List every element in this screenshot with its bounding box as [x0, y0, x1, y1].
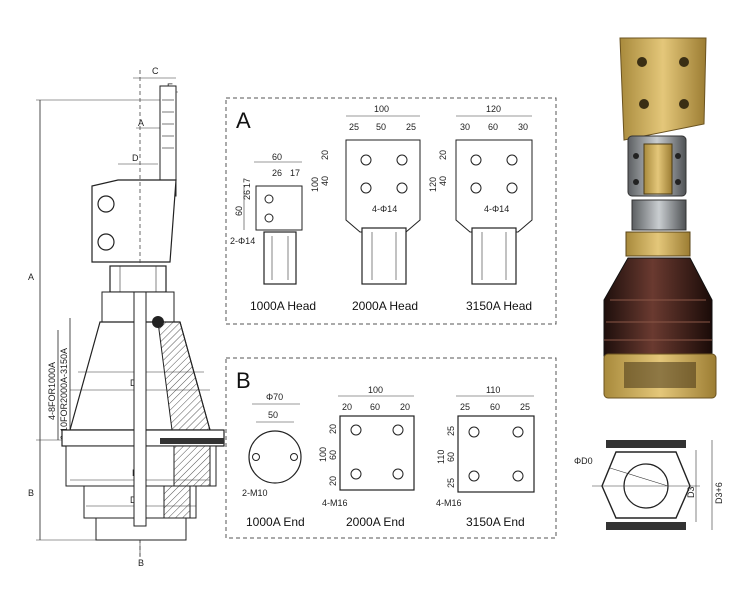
- caption-3150a-head: 3150A Head: [466, 299, 532, 313]
- svg-text:120: 120: [486, 104, 501, 114]
- panel-b-ends: B Φ70 50 2-M10 1000A End 100 20 60 20 20…: [225, 357, 557, 539]
- svg-text:17: 17: [290, 168, 300, 178]
- dim-A-label: A: [28, 272, 34, 282]
- svg-text:110: 110: [436, 450, 446, 464]
- caption-2000a-head: 2000A Head: [352, 299, 418, 313]
- panel-a-heads: A 60 26 17 60 26 17 2-Φ14 1000A Head 100…: [225, 97, 557, 325]
- dim-D-label: D: [132, 153, 139, 163]
- svg-text:4-Φ14: 4-Φ14: [372, 204, 397, 214]
- head-2000a: 100 25 50 25 20 40 100 4-Φ14 2000A Head: [310, 104, 421, 313]
- panel-b-letter: B: [236, 368, 251, 393]
- svg-text:20: 20: [438, 150, 448, 160]
- bottom-right-section: ΦD0 D3 D3+6: [574, 440, 724, 530]
- head-1000a: 60 26 17 60 26 17 2-Φ14 1000A Head: [230, 152, 316, 313]
- svg-text:60: 60: [488, 122, 498, 132]
- svg-text:30: 30: [460, 122, 470, 132]
- dim-B-arrow-label: B: [138, 558, 144, 568]
- svg-text:120: 120: [428, 177, 438, 192]
- dim-C-label: C: [152, 66, 159, 76]
- caption-3150a-end: 3150A End: [466, 515, 525, 529]
- svg-text:40: 40: [320, 176, 330, 186]
- main-section-drawing: A B 4-8FOR1000A 6-10FOR2000A-3150A C E A…: [28, 66, 225, 568]
- svg-text:17: 17: [242, 178, 252, 188]
- svg-text:25: 25: [520, 402, 530, 412]
- svg-text:100: 100: [374, 104, 389, 114]
- svg-text:60: 60: [234, 206, 244, 216]
- svg-text:Φ70: Φ70: [266, 392, 283, 402]
- svg-text:30: 30: [518, 122, 528, 132]
- svg-text:4-M16: 4-M16: [322, 498, 348, 508]
- caption-1000a-end: 1000A End: [246, 515, 305, 529]
- svg-text:50: 50: [376, 122, 386, 132]
- svg-text:25: 25: [460, 402, 470, 412]
- svg-text:60: 60: [446, 452, 456, 462]
- svg-text:20: 20: [400, 402, 410, 412]
- vertical-note-1000a: 4-8FOR1000A: [47, 362, 57, 420]
- svg-text:60: 60: [490, 402, 500, 412]
- svg-text:20: 20: [320, 150, 330, 160]
- svg-text:20: 20: [342, 402, 352, 412]
- svg-text:2-Φ14: 2-Φ14: [230, 236, 255, 246]
- svg-text:20: 20: [328, 476, 338, 486]
- dim-B-label: B: [28, 488, 34, 498]
- svg-text:2-M10: 2-M10: [242, 488, 268, 498]
- svg-text:26: 26: [242, 190, 252, 200]
- dim-phi-d0-label: ΦD0: [574, 456, 593, 466]
- svg-text:100: 100: [368, 385, 383, 395]
- svg-text:110: 110: [486, 385, 500, 395]
- end-3150a: 110 25 60 25 25 60 25 110 4-M16 3150A En…: [436, 385, 535, 529]
- svg-text:100: 100: [310, 177, 320, 192]
- end-1000a: Φ70 50 2-M10 1000A End: [242, 392, 305, 529]
- end-2000a: 100 20 60 20 20 60 20 100 4-M16 2000A En…: [318, 385, 415, 529]
- svg-text:60: 60: [272, 152, 282, 162]
- svg-text:25: 25: [446, 478, 456, 488]
- svg-text:26: 26: [272, 168, 282, 178]
- svg-text:60: 60: [370, 402, 380, 412]
- svg-text:25: 25: [406, 122, 416, 132]
- caption-2000a-end: 2000A End: [346, 515, 405, 529]
- svg-text:25: 25: [446, 426, 456, 436]
- svg-text:25: 25: [349, 122, 359, 132]
- svg-text:40: 40: [438, 176, 448, 186]
- dim-A-arrow-label: A: [138, 118, 144, 128]
- vertical-note-2000a-3150a: 6-10FOR2000A-3150A: [59, 348, 69, 440]
- dim-d3-label: D3: [686, 486, 696, 498]
- svg-text:4-M16: 4-M16: [436, 498, 462, 508]
- svg-text:50: 50: [268, 410, 278, 420]
- svg-text:100: 100: [318, 447, 328, 462]
- product-photo: [603, 37, 717, 399]
- dim-d3-plus-6-label: D3+6: [714, 482, 724, 504]
- svg-text:60: 60: [328, 450, 338, 460]
- caption-1000a-head: 1000A Head: [250, 299, 316, 313]
- head-3150a: 120 30 60 30 20 40 120 4-Φ14 3150A Head: [428, 104, 533, 313]
- panel-a-letter: A: [236, 108, 251, 133]
- svg-text:4-Φ14: 4-Φ14: [484, 204, 509, 214]
- svg-text:20: 20: [328, 424, 338, 434]
